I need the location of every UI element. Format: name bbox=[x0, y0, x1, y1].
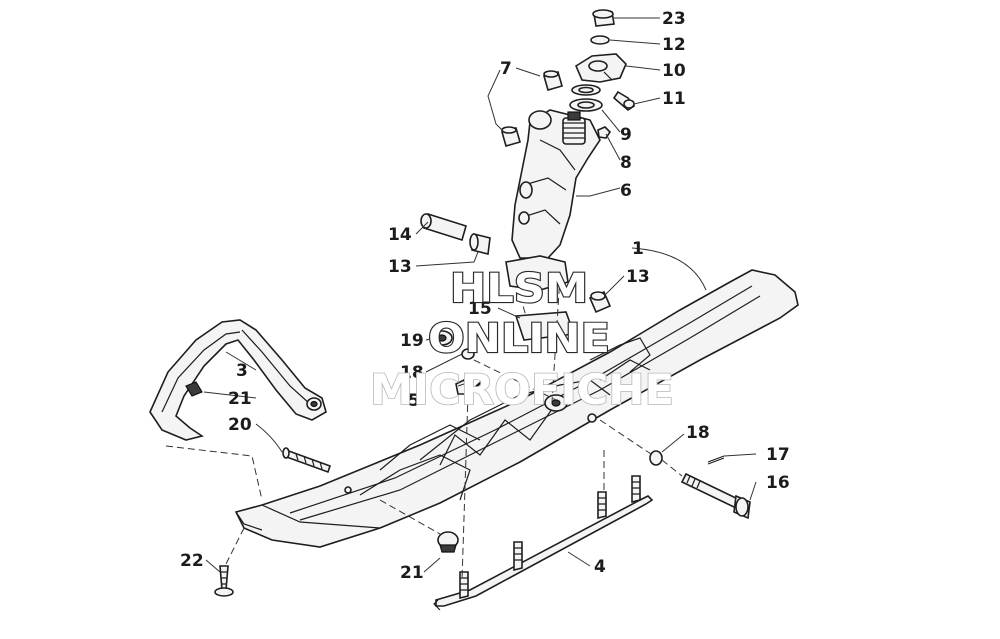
steering-arm-part-10 bbox=[574, 53, 627, 83]
washer-part-18-right bbox=[649, 450, 663, 466]
bushing-part-13-left bbox=[469, 233, 491, 255]
ski-part-1 bbox=[234, 269, 799, 548]
callout-3: 3 bbox=[236, 361, 248, 381]
axle-bolt-part-16 bbox=[680, 472, 751, 520]
callout-17: 17 bbox=[766, 445, 790, 465]
washer-part-9 bbox=[569, 84, 603, 112]
callout-1: 1 bbox=[632, 239, 644, 259]
callout-18-left: 18 bbox=[400, 363, 424, 383]
nut-part-21-top bbox=[185, 381, 203, 397]
callout-13-left: 13 bbox=[388, 257, 412, 277]
callout-5: 5 bbox=[408, 391, 420, 411]
cotter-pin-part-17 bbox=[707, 455, 725, 465]
callout-8: 8 bbox=[620, 153, 632, 173]
pad-part-15 bbox=[514, 311, 576, 341]
watermark-line-1: HLSM bbox=[450, 266, 588, 312]
screw-part-22 bbox=[214, 565, 234, 597]
bushing-part-7 bbox=[501, 70, 563, 147]
cap-part-23 bbox=[592, 9, 615, 27]
callout-21-bottom: 21 bbox=[400, 563, 424, 583]
watermark-line-2: ONLINE bbox=[428, 316, 610, 362]
nut-part-8 bbox=[597, 126, 612, 139]
callout-18-right: 18 bbox=[686, 423, 710, 443]
callout-19: 19 bbox=[400, 331, 424, 351]
nut-part-21-bottom bbox=[437, 531, 459, 553]
bushing-part-13-right bbox=[588, 290, 612, 314]
callout-12: 12 bbox=[662, 35, 686, 55]
callout-13-right: 13 bbox=[626, 267, 650, 287]
callout-labels: 23 12 10 11 9 8 6 7 14 13 13 1 15 19 18 … bbox=[180, 9, 790, 583]
spindle-part-6 bbox=[505, 109, 601, 291]
callout-14: 14 bbox=[388, 225, 412, 245]
callout-20: 20 bbox=[228, 415, 252, 435]
handle-part-3 bbox=[149, 319, 327, 441]
callout-2: 2 bbox=[474, 373, 486, 393]
bolt-part-11 bbox=[612, 90, 636, 112]
callout-16: 16 bbox=[766, 473, 790, 493]
callout-22: 22 bbox=[180, 551, 204, 571]
callout-6: 6 bbox=[620, 181, 632, 201]
wear-bar-part-4 bbox=[433, 475, 654, 611]
callout-23: 23 bbox=[662, 9, 686, 29]
leader-lines bbox=[165, 17, 757, 581]
callout-7: 7 bbox=[500, 59, 512, 79]
ring-part-12 bbox=[590, 35, 610, 45]
callout-15: 15 bbox=[468, 299, 492, 319]
callout-21-top: 21 bbox=[228, 389, 252, 409]
callout-9: 9 bbox=[620, 125, 632, 145]
callout-11: 11 bbox=[662, 89, 686, 109]
pin-part-14 bbox=[420, 212, 467, 242]
watermark-line-3: MICROFICHE bbox=[370, 365, 674, 414]
callout-4: 4 bbox=[594, 557, 606, 577]
callout-10: 10 bbox=[662, 61, 686, 81]
bolt-part-20 bbox=[282, 447, 332, 474]
watermark: HLSM ONLINE MICROFICHE bbox=[369, 265, 675, 415]
